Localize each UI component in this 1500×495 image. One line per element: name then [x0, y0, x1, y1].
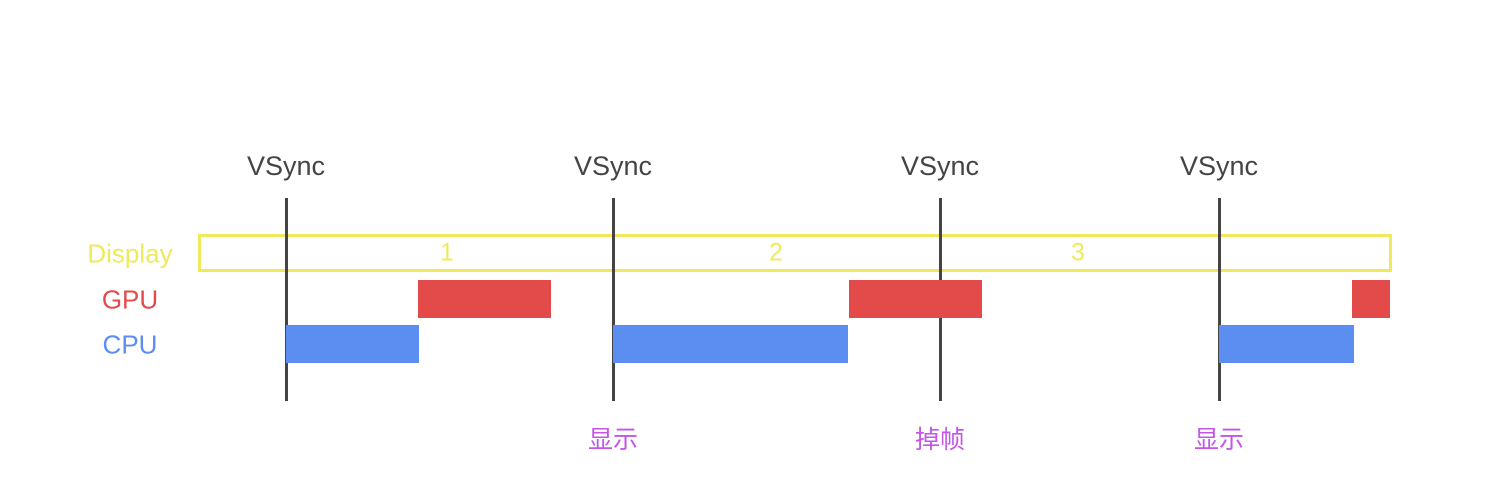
vsync-label: VSync	[1179, 151, 1259, 181]
frame-annotation: 显示	[587, 426, 639, 454]
display-frame-number: 1	[440, 238, 454, 267]
gpu-bar	[849, 280, 982, 318]
gpu-row-label: GPU	[101, 284, 159, 315]
vsync-line	[285, 198, 288, 401]
cpu-bar	[1219, 325, 1354, 363]
display-frame-number: 2	[769, 238, 783, 267]
gpu-bar	[418, 280, 551, 318]
display-row-label: Display	[87, 238, 173, 269]
vsync-line	[1218, 198, 1221, 401]
cpu-row-label: CPU	[102, 329, 158, 360]
frame-annotation: 显示	[1193, 426, 1245, 454]
vsync-label: VSync	[573, 151, 653, 181]
gpu-bar	[1352, 280, 1390, 318]
display-frame-number: 3	[1071, 238, 1085, 267]
cpu-bar	[613, 325, 848, 363]
vsync-label: VSync	[246, 151, 326, 181]
vsync-label: VSync	[900, 151, 980, 181]
vsync-line	[612, 198, 615, 401]
cpu-bar	[286, 325, 419, 363]
display-track	[198, 234, 1392, 272]
frame-annotation: 掉帧	[914, 426, 966, 454]
